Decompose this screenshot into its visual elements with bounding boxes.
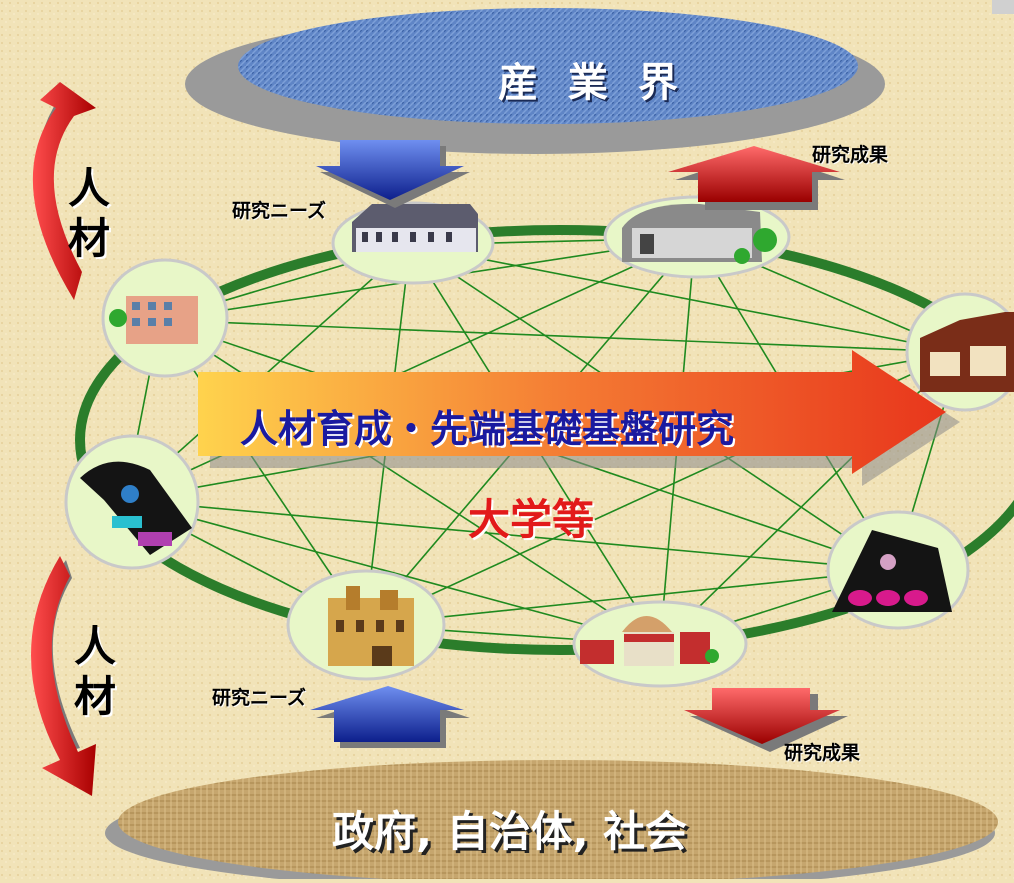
research-needs-down-arrow [316,140,470,208]
industry-ellipse [238,8,858,124]
research-results-top-label: 研究成果 [812,144,889,166]
node-left-classroom [64,434,200,570]
gymnasium-icon [622,203,777,264]
research-results-bottom-label: 研究成果 [784,742,861,764]
college-campus-icon [580,616,719,666]
main-arrow [198,350,960,486]
building-icon [352,204,478,252]
network-ring [75,225,1014,655]
factory-icon [920,312,1014,392]
university-label: 大学等 [468,495,595,544]
research-results-down-arrow [684,688,848,752]
society-ellipse [118,760,998,883]
research-results-up-arrow [668,146,845,210]
main-arrow-label: 人材育成・先端基礎基盤研究 [240,407,735,451]
human-resources-top-char-2: 材 [68,214,111,263]
node-top-right-gym [603,195,791,279]
human-resources-top-label: 人 材 [68,164,110,264]
human-resources-top-arrow [32,82,96,300]
node-right-lecture [826,510,970,630]
node-top-left-building [331,201,495,285]
research-needs-top-label: 研究ニーズ [232,200,327,222]
classroom-icon [80,461,192,555]
office-building-icon [109,296,198,344]
node-right-factory [905,292,1014,412]
society-label: 政府, 自治体, 社会 [332,807,688,856]
corner-tab [992,0,1014,14]
industry-label: 産 業 界 [498,60,686,106]
human-resources-bottom-char-1: 人 [74,622,117,671]
human-resources-bottom-arrow [31,556,96,796]
research-needs-bottom-label: 研究ニーズ [212,687,307,709]
human-resources-bottom-char-2: 材 [74,672,117,721]
node-left-office [101,258,229,378]
human-resources-top-char-1: 人 [68,164,111,213]
lecture-hall-icon [832,530,952,612]
human-resources-bottom-label: 人 材 [74,622,116,722]
node-bottom-college [572,600,748,688]
castle-icon [328,586,414,666]
research-needs-up-arrow [310,686,470,748]
node-bottom-castle [286,569,446,681]
